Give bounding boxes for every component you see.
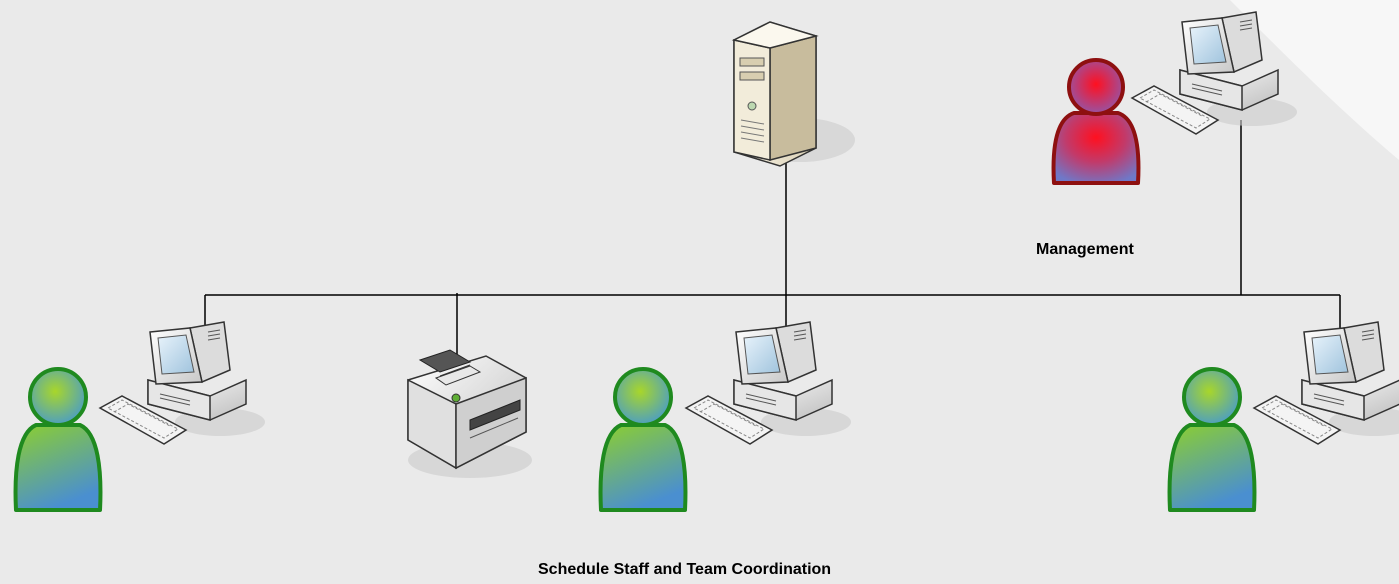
background-swoosh	[1230, 0, 1399, 160]
server-icon	[731, 21, 855, 167]
network-lines	[204, 120, 1341, 358]
staff-coordination-label: Schedule Staff and Team Coordination	[538, 561, 832, 578]
printer-icon	[407, 349, 532, 478]
management-label: Management	[1036, 241, 1134, 258]
